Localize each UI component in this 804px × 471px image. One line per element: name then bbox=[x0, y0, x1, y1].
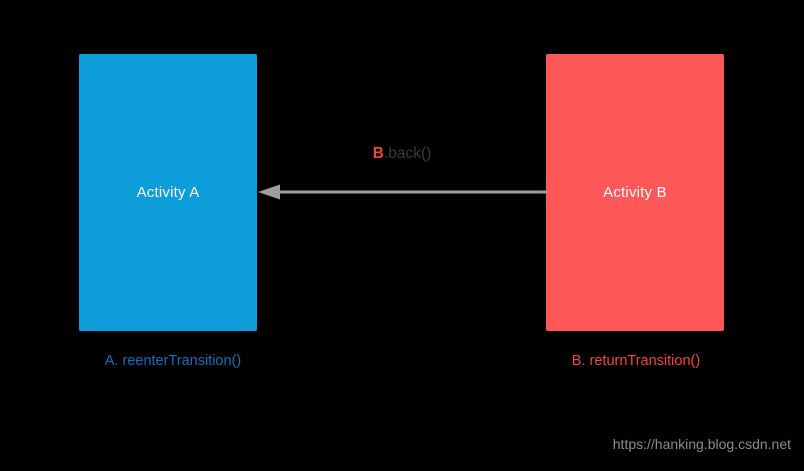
activity-a-caption: A. reenterTransition() bbox=[104, 353, 242, 369]
arrow-label: B.back() bbox=[272, 146, 532, 162]
watermark-text: https://hanking.blog.csdn.net bbox=[612, 436, 791, 452]
activity-b-node[interactable]: Activity B bbox=[546, 54, 724, 331]
arrow-label-target: B bbox=[372, 145, 384, 162]
arrow-label-method: .back() bbox=[383, 145, 432, 162]
activity-a-title: Activity A bbox=[136, 184, 200, 201]
activity-b-caption: B. returnTransition() bbox=[571, 353, 701, 369]
activity-a-node[interactable]: Activity A bbox=[79, 54, 257, 331]
activity-b-title: Activity B bbox=[603, 184, 667, 201]
back-arrow-icon bbox=[258, 184, 547, 200]
